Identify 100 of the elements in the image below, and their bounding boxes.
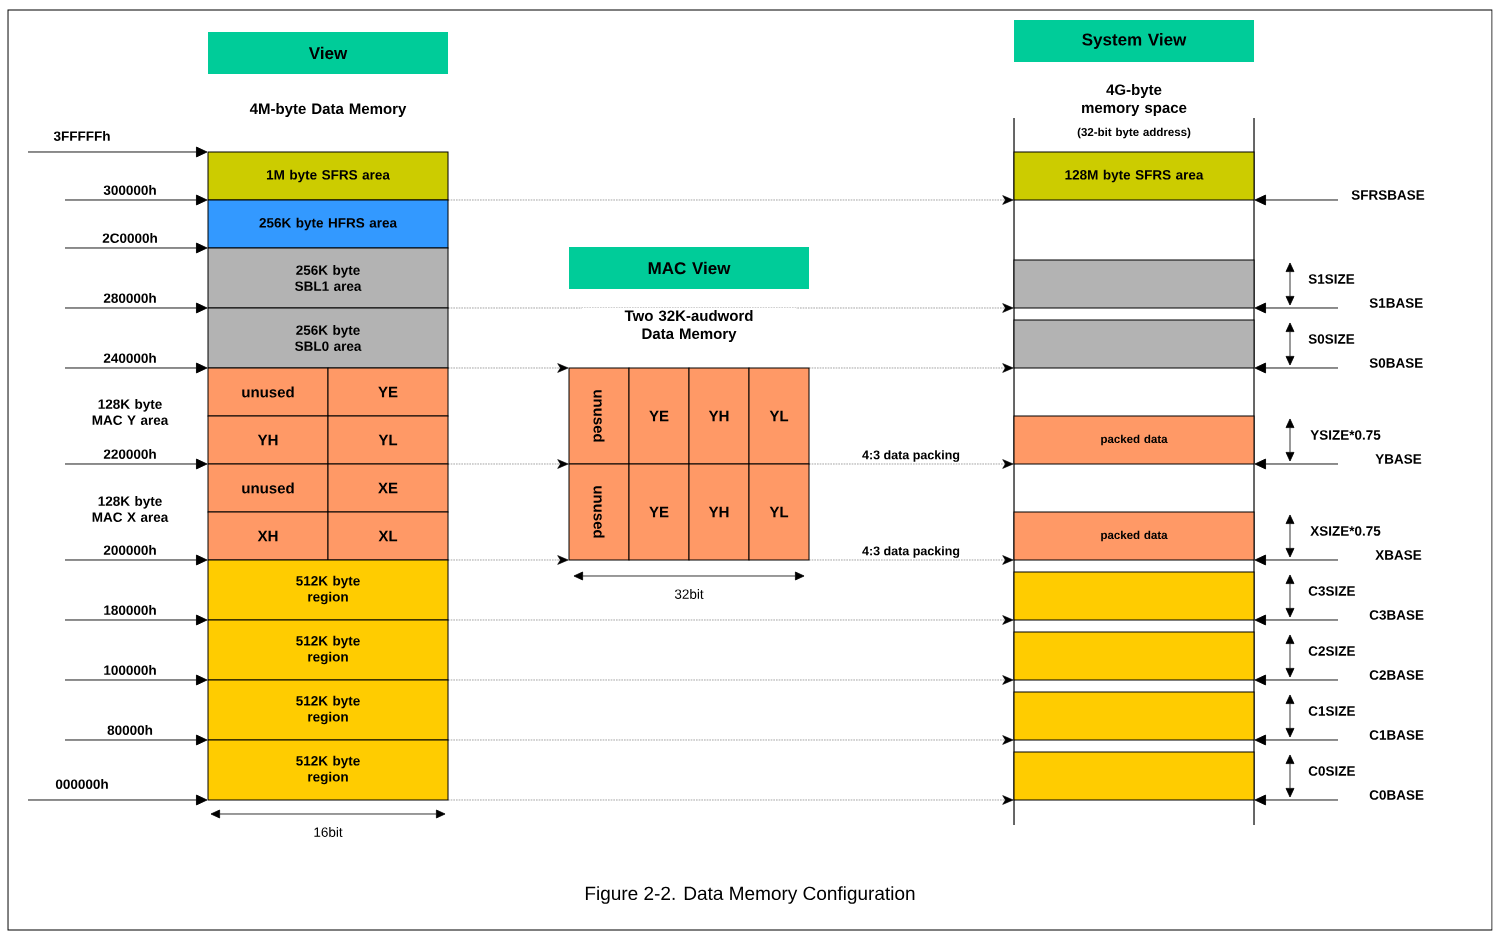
memory-cell: YL — [327, 415, 449, 465]
memory-cell: YL — [748, 367, 810, 465]
heading-text: 4M-byte Data Memory — [249, 103, 407, 117]
edge-label: C0BASE — [1369, 790, 1424, 800]
mapping-arrow — [447, 795, 1014, 805]
address-arrow — [64, 734, 208, 746]
address-arrow — [27, 794, 208, 806]
edge-label: S0BASE — [1369, 358, 1423, 368]
memory-block — [1013, 751, 1255, 801]
address-arrow — [1254, 302, 1339, 314]
size-label: C1SIZE — [1308, 706, 1355, 716]
edge-label: 220000h — [103, 449, 156, 459]
address-arrow — [64, 614, 208, 626]
memory-cell: YE — [628, 463, 690, 561]
edge-label: 300000h — [103, 185, 156, 195]
width-label: 16bit — [314, 827, 343, 837]
edge-label: 000000h — [55, 779, 108, 789]
memory-block: 512K byte region — [207, 739, 449, 801]
view-header: View — [208, 32, 448, 74]
memory-cell: YH — [688, 367, 750, 465]
size-label: C3SIZE — [1308, 586, 1355, 596]
mapping-arrow — [447, 303, 1014, 313]
edge-label: S1BASE — [1369, 298, 1423, 308]
memory-cell: YE — [327, 367, 449, 417]
mapping-arrow — [447, 459, 569, 469]
address-arrow — [64, 194, 208, 206]
edge-label: 3FFFFFh — [53, 131, 110, 141]
memory-cell: unused — [568, 367, 630, 465]
memory-block: 256K byte HFRS area — [207, 199, 449, 249]
address-arrow — [1254, 614, 1339, 626]
memory-block: 1M byte SFRS area — [207, 151, 449, 201]
mapping-arrow — [808, 363, 1014, 373]
memory-cell: XL — [327, 511, 449, 561]
address-arrow — [1254, 194, 1339, 206]
edge-label: 180000h — [104, 605, 156, 615]
size-label: C2SIZE — [1308, 646, 1355, 656]
address-arrow — [1254, 554, 1339, 566]
edge-label: YBASE — [1375, 454, 1422, 464]
address-arrow — [64, 362, 208, 374]
address-arrow — [27, 146, 208, 158]
memory-block: 256K byte SBL1 area — [207, 247, 449, 309]
size-label: YSIZE*0.75 — [1310, 430, 1381, 440]
memory-cell: XE — [327, 463, 449, 513]
edge-label: C2BASE — [1369, 670, 1424, 680]
address-arrow — [1254, 734, 1339, 746]
edge-label: 80000h — [107, 725, 153, 735]
memory-block — [1013, 631, 1255, 681]
edge-label: 2C0000h — [102, 233, 157, 243]
memory-block: 256K byte SBL0 area — [207, 307, 449, 369]
address-arrow — [64, 242, 208, 254]
area-label: 128K byte MAC X area — [92, 496, 169, 522]
memory-cell: unused — [207, 463, 329, 513]
edge-label: 240000h — [103, 353, 156, 363]
heading-text: 4G-byte memory space — [1082, 84, 1187, 116]
memory-block: 512K byte region — [207, 619, 449, 681]
size-label: S0SIZE — [1308, 334, 1355, 344]
address-arrow — [64, 554, 208, 566]
size-label: C0SIZE — [1308, 766, 1355, 776]
memory-cell: YH — [207, 415, 329, 465]
memory-block: 512K byte region — [207, 679, 449, 741]
address-arrow — [1254, 458, 1339, 470]
size-label: S1SIZE — [1308, 274, 1355, 284]
width-label: 32bit — [674, 589, 704, 599]
mapping-arrow — [808, 459, 1014, 469]
memory-block: packed data — [1013, 511, 1255, 561]
memory-cell: YH — [688, 463, 750, 561]
edge-label: 4:3 data packing — [862, 546, 960, 558]
mapping-arrow — [447, 615, 1014, 625]
mapping-arrow — [447, 555, 569, 565]
address-arrow — [64, 458, 208, 470]
mapping-arrow — [447, 735, 1014, 745]
memory-cell: unused — [207, 367, 329, 417]
view-header: MAC View — [569, 247, 809, 289]
address-arrow — [1254, 794, 1339, 806]
memory-block: 512K byte region — [207, 559, 449, 621]
memory-block — [1013, 319, 1255, 369]
edge-label: C3BASE — [1369, 610, 1424, 620]
edge-label: SFRSBASE — [1351, 190, 1425, 200]
edge-label: 4:3 data packing — [862, 450, 960, 462]
memory-cell: YE — [628, 367, 690, 465]
caption: Figure 2-2. Data Memory Configuration — [585, 886, 915, 904]
address-arrow — [64, 302, 208, 314]
mapping-arrow — [808, 555, 1014, 565]
edge-label: 100000h — [104, 665, 156, 675]
heading-text: Two 32K-audword Data Memory — [582, 308, 796, 344]
address-arrow — [1254, 362, 1339, 374]
view-header: System View — [1014, 20, 1254, 62]
memory-cell: YL — [748, 463, 810, 561]
edge-label: 280000h — [103, 293, 156, 303]
edge-label: C1BASE — [1369, 730, 1424, 740]
memory-block — [1013, 259, 1255, 309]
memory-block — [1013, 571, 1255, 621]
memory-cell: XH — [207, 511, 329, 561]
address-arrow — [64, 674, 208, 686]
mapping-arrow — [447, 363, 569, 373]
address-arrow — [1254, 674, 1339, 686]
edge-label: XBASE — [1375, 550, 1422, 560]
memory-block: packed data — [1013, 415, 1255, 465]
memory-cell: unused — [568, 463, 630, 561]
area-label: 128K byte MAC Y area — [92, 399, 169, 425]
